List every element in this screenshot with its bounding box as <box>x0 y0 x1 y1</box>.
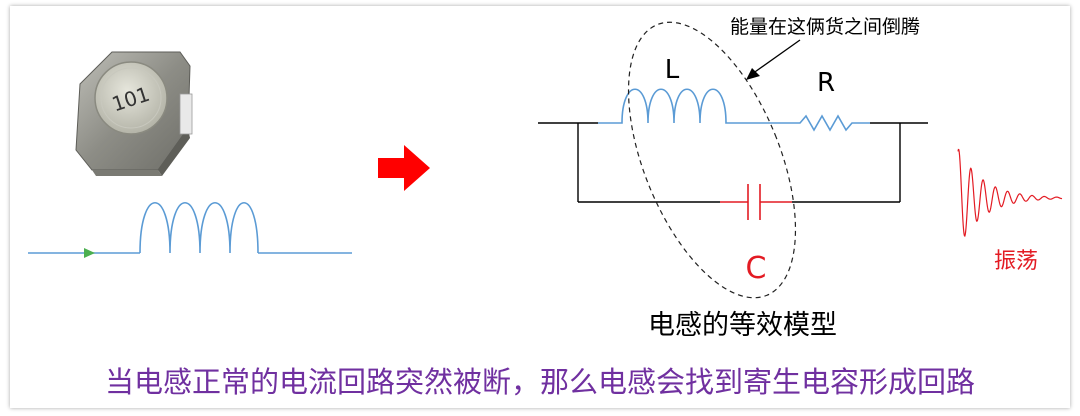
circuit-wires <box>538 122 928 203</box>
smd-inductor-image <box>75 51 193 176</box>
damped-oscillation-wave <box>957 148 1063 238</box>
annotation-arrow-icon <box>746 68 760 80</box>
resistor-R <box>736 114 870 132</box>
label-C: C <box>746 251 767 286</box>
inductor-L <box>598 88 736 124</box>
footer-caption: 当电感正常的电流回路突然被断，那么电感会找到寄生电容形成回路 <box>105 365 975 399</box>
capacitor-C <box>720 184 792 220</box>
oscillation-label: 振荡 <box>994 249 1038 274</box>
current-arrow-icon <box>84 248 95 258</box>
inductor-symbol <box>28 202 352 254</box>
circuit-caption: 电感的等效模型 <box>648 310 837 341</box>
annotation-pointer <box>751 39 801 75</box>
label-R: R <box>817 68 835 98</box>
label-L: L <box>665 55 680 85</box>
equivalent-circuit <box>538 21 928 299</box>
right-arrow-icon <box>378 145 430 191</box>
energy-loop-ellipse <box>627 21 797 299</box>
energy-annotation: 能量在这俩货之间倒腾 <box>730 16 920 38</box>
